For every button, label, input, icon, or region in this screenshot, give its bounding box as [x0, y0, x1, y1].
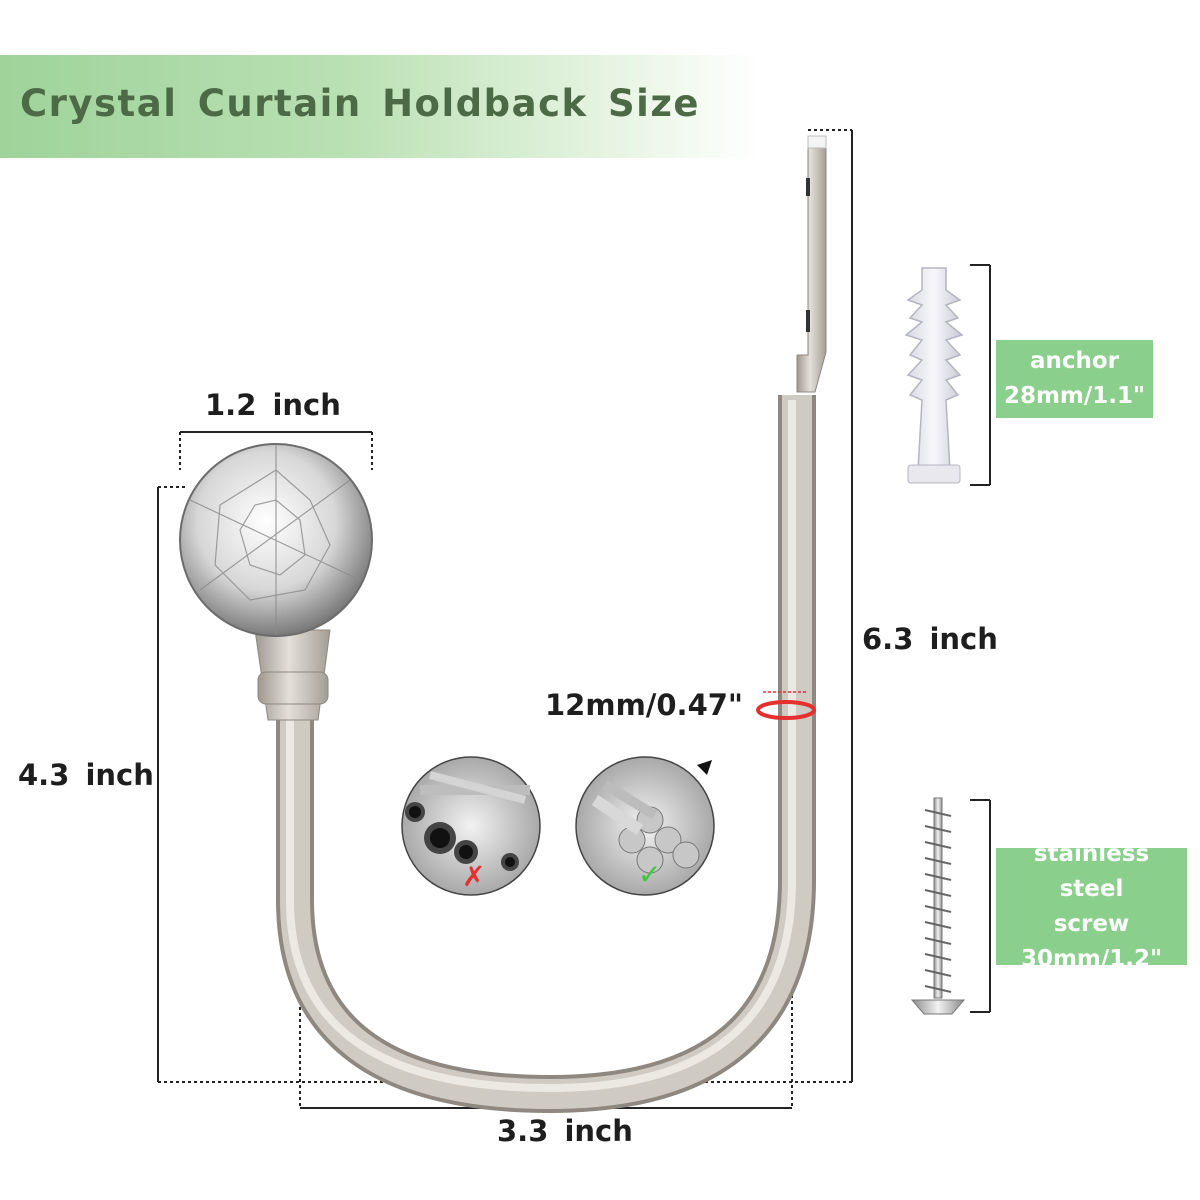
page-title: Crystal Curtain Holdback Size: [20, 82, 700, 125]
arm-height-label: 4.3 inch: [18, 758, 154, 792]
screw-illustration: [910, 797, 966, 1015]
anchor-illustration: [904, 267, 964, 484]
anchor-tag-line2: 28mm/1.1": [1003, 383, 1146, 409]
hollow-cross-mark: ✗: [462, 860, 486, 893]
solid-rod-comparison: [575, 756, 715, 896]
anchor-tag: anchor 28mm/1.1": [996, 340, 1153, 418]
ball-width-label: 1.2 inch: [205, 388, 341, 422]
solid-check-mark: ✓: [638, 858, 662, 891]
rod-diameter-label: 12mm/0.47": [545, 688, 744, 722]
screw-tag: stainless steel screw 30mm/1.2": [996, 841, 1187, 972]
screw-tag-line2: screw: [1053, 910, 1130, 937]
hook: [179, 135, 827, 1113]
screw-tag-line3: 30mm/1.2": [1020, 945, 1163, 972]
rod-diameter-ring: [756, 700, 816, 720]
total-height-label: 6.3 inch: [862, 622, 998, 656]
width-label: 3.3 inch: [497, 1114, 633, 1148]
anchor-tag-line1: anchor: [1029, 348, 1120, 374]
hollow-tube-comparison: [401, 756, 541, 896]
title-banner: [0, 55, 760, 158]
screw-tag-line1: stainless steel: [1033, 840, 1150, 902]
